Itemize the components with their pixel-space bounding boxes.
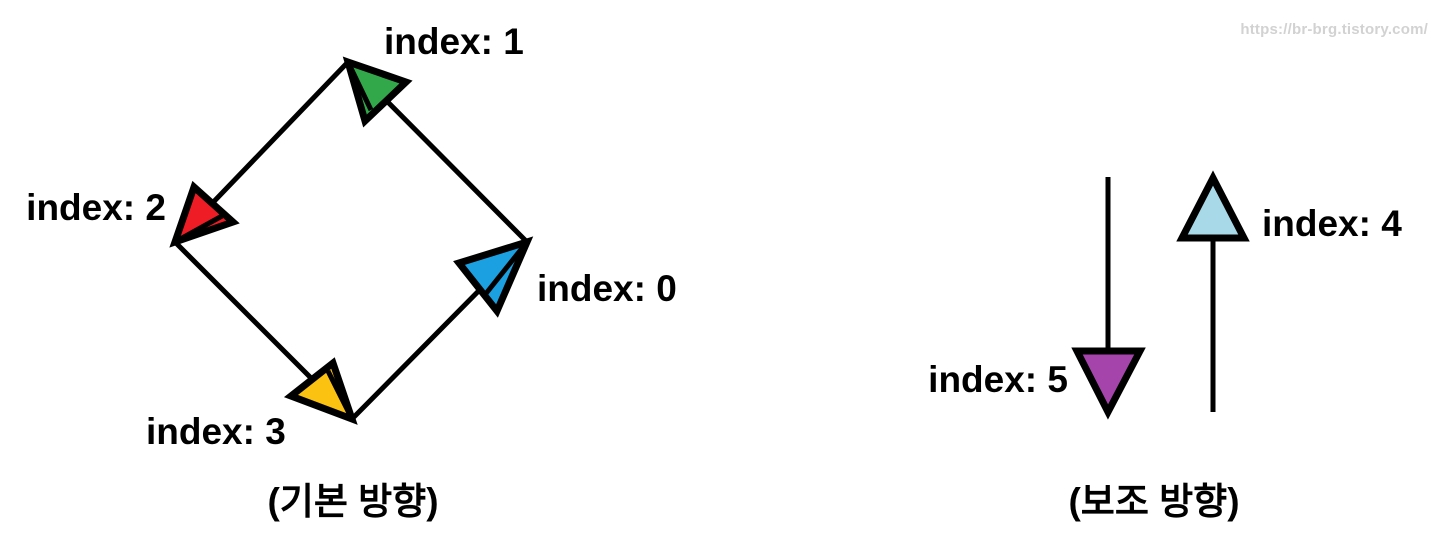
label-index-2: index: 2 xyxy=(26,187,166,228)
watermark-url: https://br-brg.tistory.com/ xyxy=(1240,21,1428,38)
arrowhead-index-3-yellow xyxy=(283,357,358,425)
label-index-5: index: 5 xyxy=(928,359,1068,400)
arrowhead-index-1-spine xyxy=(345,60,374,112)
arrowhead-index-2-spine xyxy=(173,213,224,245)
arrowhead-index-0-blue xyxy=(453,236,534,318)
label-index-1: index: 1 xyxy=(384,21,524,62)
arrowhead-index-2-red xyxy=(169,180,240,248)
arrowhead-index-4-lightblue xyxy=(1176,170,1250,242)
label-index-3: index: 3 xyxy=(146,411,286,452)
arrowhead-index-3-spine xyxy=(325,369,355,421)
caption-primary-direction: (기본 방향) xyxy=(267,481,438,522)
arrowhead-index-5-purple xyxy=(1071,347,1146,420)
diamond-outline xyxy=(171,58,531,423)
secondary-direction-group: index: 5 index: 4 (보조 방향) xyxy=(928,170,1402,522)
caption-secondary-direction: (보조 방향) xyxy=(1068,481,1239,522)
label-index-4: index: 4 xyxy=(1262,203,1402,244)
primary-direction-group: index: 1 index: 2 index: 0 index: 3 (기본 … xyxy=(26,21,677,522)
arrowhead-index-0-spine xyxy=(482,240,529,298)
label-index-0: index: 0 xyxy=(537,268,677,309)
arrowhead-index-1-green xyxy=(342,56,413,128)
